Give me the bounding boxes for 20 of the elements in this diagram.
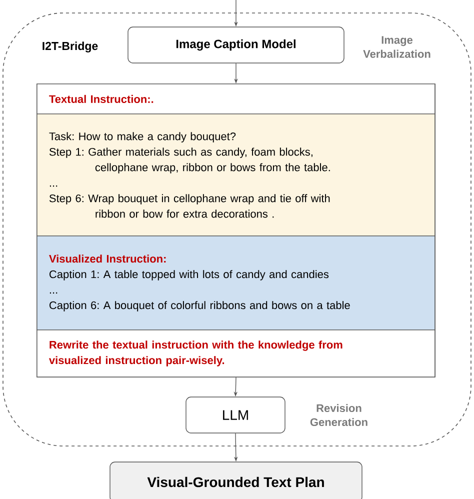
instruction-band (36, 236, 436, 330)
region-title: I2T-Bridge (42, 42, 98, 52)
instruction-band (36, 84, 436, 114)
instruction-band (36, 330, 436, 378)
instruction-step: Task: How to make a candy bouquet? (49, 132, 236, 142)
caption-line: Caption 1: A table topped with lots of candy and candies (50, 270, 329, 280)
caption-line: Caption 6: A bouquet of colorful ribbons and bows on a table (50, 301, 350, 312)
stage-label: Image Verbalization (363, 36, 430, 58)
stage-label: Revision Generation (310, 404, 368, 426)
caption-line: ... (50, 292, 58, 294)
instruction-step: Step 1: Gather materials such as candy, foam blocks, cellophane wrap, ribbon or bows from the table. (49, 148, 330, 174)
instruction-step: ... (50, 185, 58, 187)
output-box: Visual-Grounded Text Plan (110, 462, 362, 499)
instruction-band (36, 114, 436, 236)
llm-box: LLM (186, 396, 286, 434)
section-heading: Textual Instruction:. (49, 94, 154, 103)
instruction-step: Step 6: Wrap bouquet in cellophane wrap and tie off with ribbon or bow for extra decorations . (49, 194, 330, 218)
rewrite-instruction: Rewrite the textual instruction with the knowledge from visualized instruction pair-wisely. (49, 340, 342, 366)
model-box: Image Caption Model (128, 26, 344, 64)
section-heading: Visualized Instruction: (49, 254, 166, 263)
